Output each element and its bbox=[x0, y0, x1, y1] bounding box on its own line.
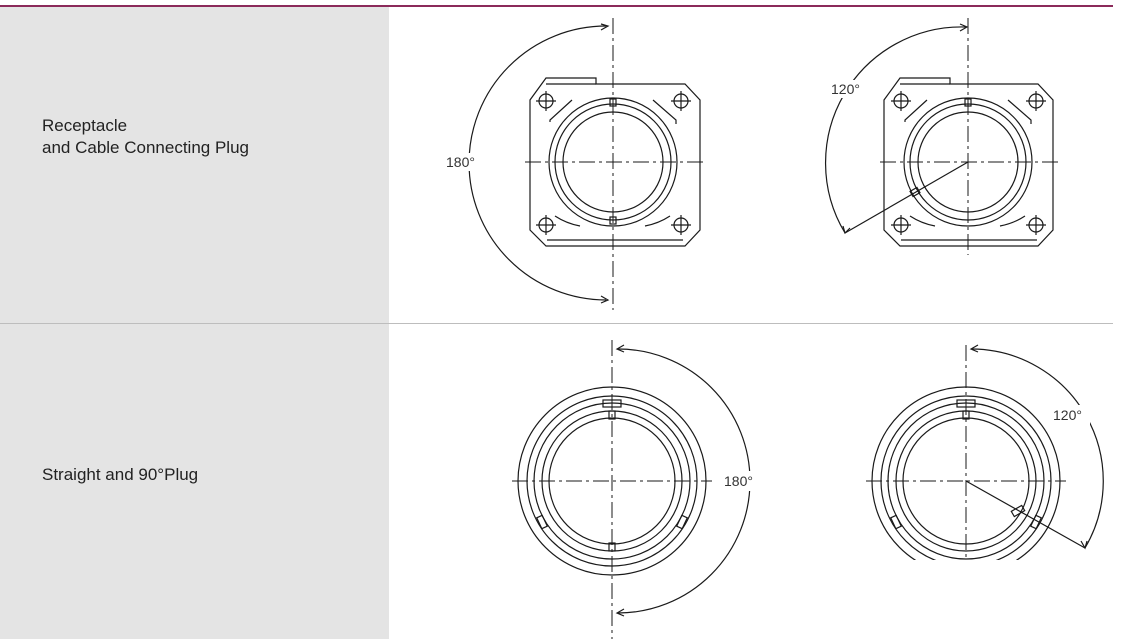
row-label: Straight and 90°Plug bbox=[42, 465, 199, 484]
plug-180-drawing: 180° bbox=[512, 340, 760, 639]
angle-label: 180° bbox=[724, 473, 753, 489]
row-label-cell: Straight and 90°Plug bbox=[0, 324, 389, 639]
receptacle-120-drawing: 120° bbox=[824, 18, 1058, 255]
row-label: Receptacle and Cable Connecting Plug bbox=[42, 116, 249, 157]
receptacle-180-drawing: 180° bbox=[444, 18, 703, 310]
angle-label: 120° bbox=[831, 81, 860, 97]
row-label-cell: Receptacle and Cable Connecting Plug bbox=[0, 7, 389, 323]
table-row: Straight and 90°Plug bbox=[0, 324, 1113, 639]
table-row: Receptacle and Cable Connecting Plug bbox=[0, 7, 1113, 323]
angle-label: 180° bbox=[446, 154, 475, 170]
angle-label: 120° bbox=[1053, 407, 1082, 423]
header-rule bbox=[0, 5, 1113, 7]
plug-120-drawing: 120° bbox=[866, 344, 1104, 560]
row-separator bbox=[0, 323, 1113, 324]
